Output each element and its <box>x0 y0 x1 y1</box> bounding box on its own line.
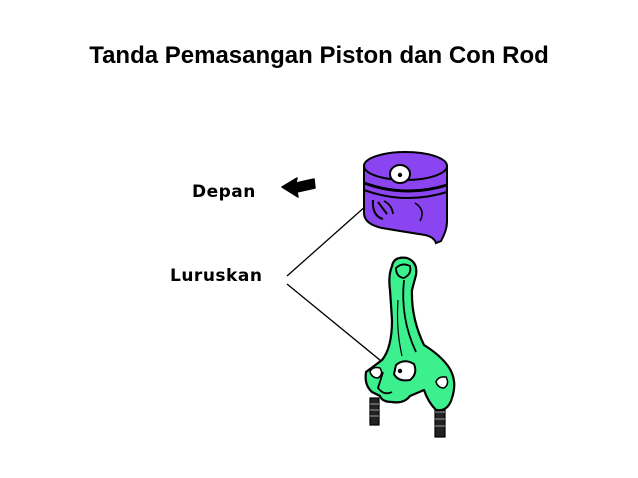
leader-lines <box>286 204 387 366</box>
slide-title: Tanda Pemasangan Piston dan Con Rod <box>89 42 549 69</box>
piston <box>363 151 448 245</box>
label-align: Luruskan <box>170 266 262 286</box>
rod-bolt-left <box>369 397 380 426</box>
label-front: Depan <box>192 182 256 202</box>
rod-alignment-mark <box>397 368 403 374</box>
rod-small-end <box>395 263 412 279</box>
connecting-rod <box>364 256 456 438</box>
front-arrow-icon <box>281 177 316 198</box>
piston-body <box>363 165 448 245</box>
